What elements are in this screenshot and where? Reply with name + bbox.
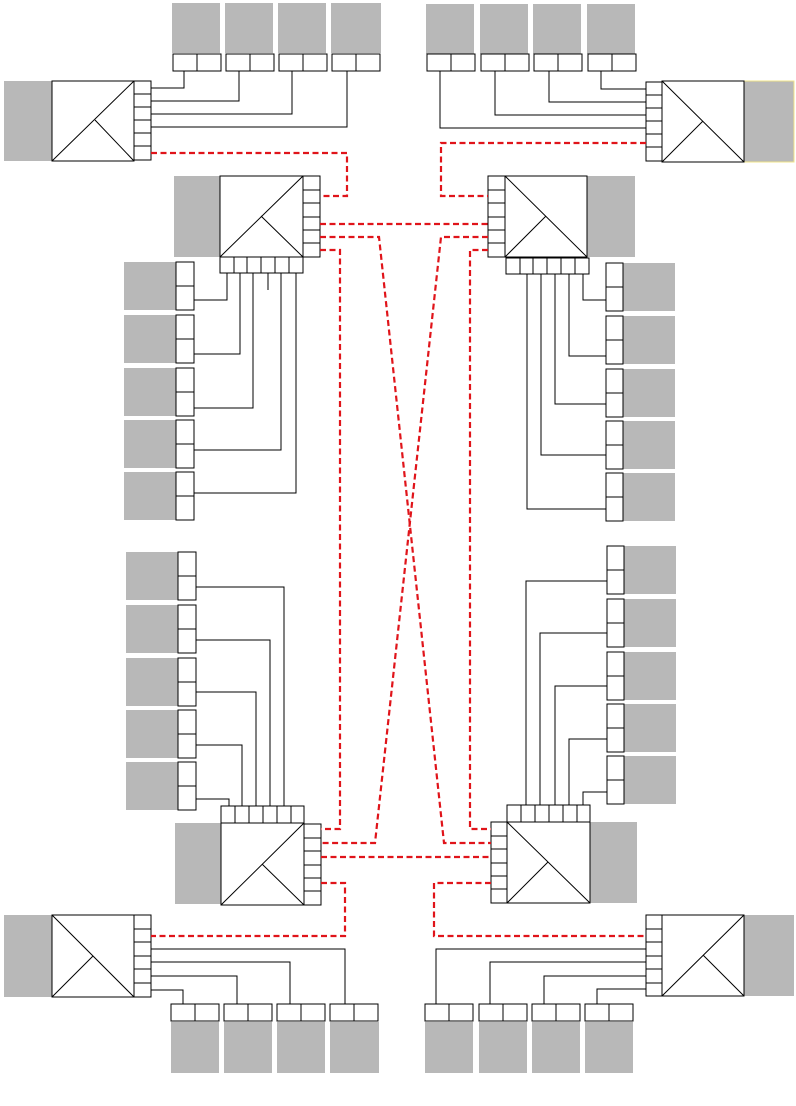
endpoint-host: [585, 1004, 633, 1073]
trunk-link: [320, 250, 340, 829]
trunk-link: [321, 237, 488, 843]
switch-port-column: [304, 824, 321, 905]
endpoint-host: [607, 756, 676, 804]
switch-port-column: [491, 822, 507, 903]
switch-bottom-right-edge: [646, 915, 794, 996]
endpoint-host: [225, 3, 274, 71]
switch-port-column: [488, 176, 505, 257]
links-top-left-edge: [151, 71, 347, 127]
endpoint-group-lower-left: [126, 552, 196, 810]
endpoint-host: [606, 316, 675, 364]
endpoint-group-lower-right: [607, 546, 676, 804]
endpoint-host: [331, 3, 381, 71]
endpoint-host: [224, 1004, 272, 1073]
endpoint-host: [533, 4, 582, 71]
endpoint-host: [330, 1004, 379, 1073]
endpoint-host: [172, 3, 221, 71]
links-lower-right-core: [526, 581, 607, 805]
switch-block: [744, 81, 794, 162]
switch-bottom-left-edge: [4, 915, 151, 997]
switch-port-column: [646, 82, 662, 161]
endpoint-host: [426, 4, 475, 71]
switch-port-column: [134, 81, 151, 160]
endpoint-host: [277, 1004, 325, 1073]
links-upper-left-core: [194, 273, 296, 493]
switch-upper-right-core: [488, 176, 635, 274]
endpoint-host: [425, 1004, 473, 1073]
trunk-link: [320, 237, 491, 843]
endpoint-host: [607, 546, 676, 594]
endpoint-host: [532, 1004, 580, 1073]
switch-block: [4, 81, 52, 161]
endpoint-group-bottom-left: [171, 1004, 379, 1073]
links-upper-right-core: [527, 274, 606, 509]
switch-port-row: [220, 257, 303, 273]
switch-top-left-edge: [4, 81, 151, 161]
trunk-link: [470, 250, 491, 829]
endpoint-host: [171, 1004, 219, 1073]
endpoint-host: [126, 710, 196, 758]
links-bottom-right-edge: [436, 949, 646, 1004]
switch-lower-left-core: [175, 806, 321, 905]
endpoint-group-bottom-right: [425, 1004, 633, 1073]
switch-port-column: [134, 915, 151, 997]
switch-port-row: [506, 258, 589, 274]
endpoint-group-upper-right: [606, 263, 675, 521]
switch-port-row: [507, 805, 590, 822]
links-lower-left-core: [196, 587, 284, 806]
endpoint-host: [126, 762, 196, 810]
endpoint-host: [480, 4, 529, 71]
endpoint-host: [124, 262, 194, 310]
endpoint-host: [278, 3, 327, 71]
endpoint-host: [124, 315, 194, 363]
endpoint-host: [479, 1004, 527, 1073]
endpoint-host: [124, 368, 194, 416]
endpoint-host: [607, 652, 676, 700]
endpoint-host: [126, 658, 196, 706]
endpoint-host: [607, 704, 676, 752]
endpoint-host: [587, 4, 636, 71]
switch-top-right-edge: [646, 81, 794, 162]
endpoint-group-top-right: [426, 4, 636, 71]
endpoint-group-upper-left: [124, 262, 194, 520]
endpoint-host: [606, 263, 675, 311]
endpoint-host: [124, 472, 194, 520]
switch-lower-right-core: [491, 805, 637, 903]
endpoint-host: [126, 552, 196, 600]
endpoint-host: [607, 599, 676, 647]
endpoint-group-top-left: [172, 3, 381, 71]
endpoint-host: [606, 473, 675, 521]
endpoint-host: [606, 421, 675, 469]
switch-port-column: [646, 915, 662, 996]
switch-upper-left-core: [174, 176, 320, 273]
links-top-right-edge: [440, 71, 646, 128]
endpoint-host: [124, 420, 194, 468]
links-bottom-left-edge: [151, 949, 345, 1004]
switch-port-row: [221, 806, 304, 823]
endpoint-host: [606, 369, 675, 417]
switch-port-column: [303, 176, 320, 257]
endpoint-host: [126, 605, 196, 653]
